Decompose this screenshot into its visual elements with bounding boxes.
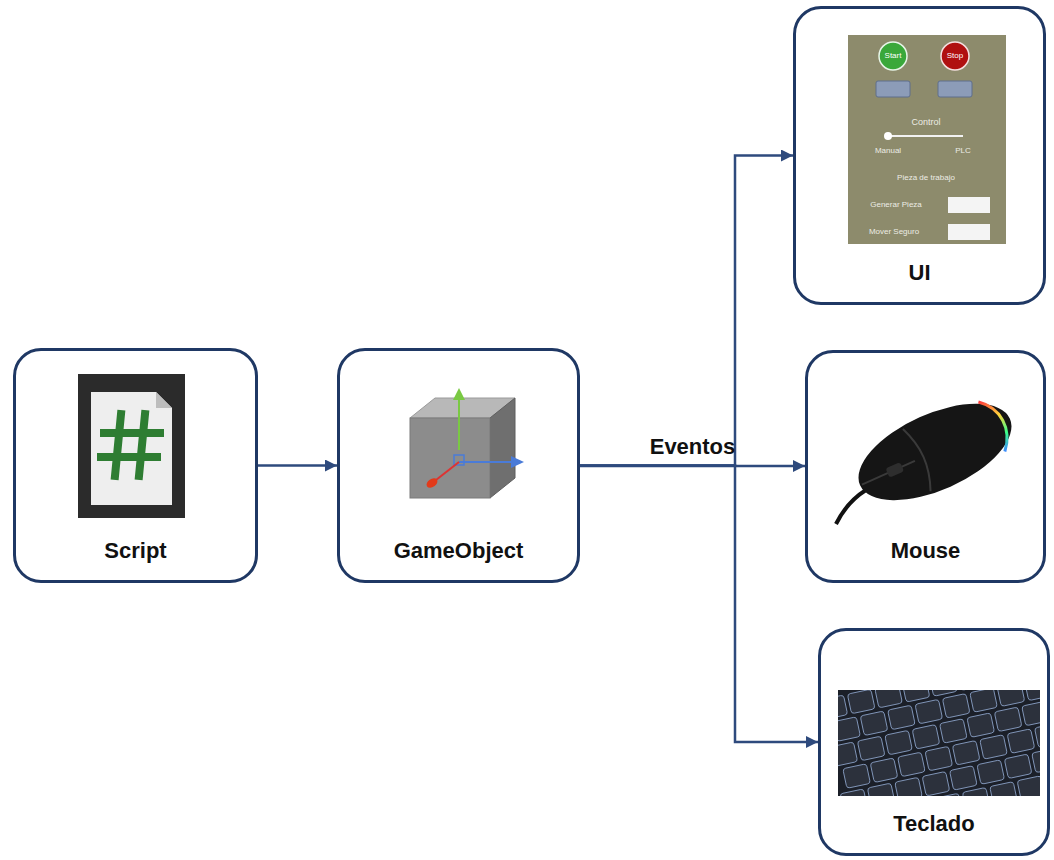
ui-panel-text: Pieza de trabajo [897,174,955,182]
key [847,690,875,714]
key [843,764,871,789]
key [1032,748,1040,773]
key [952,740,980,765]
key [994,707,1022,732]
key [895,777,923,796]
mouse-box: Mouse [805,350,1046,583]
key [997,690,1025,706]
key [935,793,963,796]
connector-arrow [258,464,337,467]
key [860,711,888,736]
gameobject-box: GameObject [337,348,580,583]
key [980,735,1008,760]
key [857,736,885,761]
key [838,695,848,720]
key [1004,754,1032,779]
key [867,783,895,796]
key [902,690,930,702]
key [1017,776,1040,796]
node-label: UI [909,260,931,286]
key [1007,729,1035,754]
ui-panel-text: PLC [955,147,971,155]
key [925,746,953,771]
key [838,717,860,742]
ui-panel-text: Control [911,118,940,127]
script-box: Script [13,348,258,583]
ui-panel-text: Stop [947,52,963,60]
keyboard-photo [820,647,1054,837]
ui-panel [848,35,1006,244]
key [950,766,978,791]
script-icon [78,374,185,518]
key [970,690,998,712]
key [967,713,995,738]
key [870,758,898,783]
ui-panel-text: Manual [875,147,901,155]
key [912,724,940,749]
key [840,789,868,796]
key [942,694,970,719]
cube-icon [410,388,524,498]
key [838,742,858,767]
ui-box: UI [793,6,1046,305]
key [888,705,916,730]
key [915,699,943,724]
key [922,771,950,796]
key [990,782,1018,796]
ui-panel-text: Start [885,52,902,60]
node-label: GameObject [394,538,524,564]
node-label: Mouse [891,538,961,564]
ui-panel-text: Mover Seguro [869,228,919,236]
key [875,690,903,708]
key [930,690,958,696]
key [885,730,913,755]
connector-arrow [580,466,818,743]
mouse-icon [836,384,1025,524]
ui-panel-text: Generar Pieza [870,201,922,209]
edge-label: Eventos [650,436,736,458]
key [1035,723,1040,748]
connector-arrow [580,156,793,466]
key [962,787,990,796]
key [940,719,968,744]
key [1025,690,1040,701]
node-label: Script [104,538,166,564]
node-label: Teclado [893,811,975,837]
keyboard-box: Teclado [818,628,1050,856]
key [977,760,1005,785]
key [898,752,926,777]
key [1022,701,1040,726]
